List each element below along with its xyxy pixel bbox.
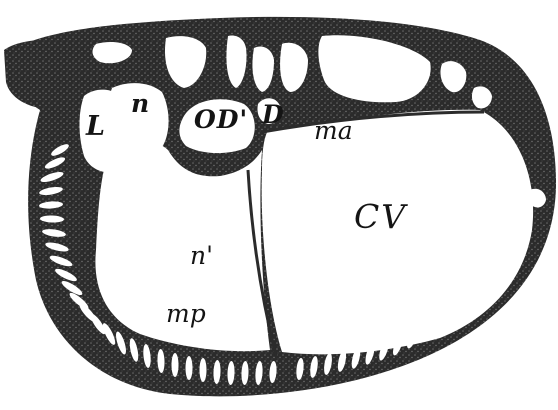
label-l: L — [86, 113, 105, 140]
label-n: n — [131, 91, 149, 116]
label-d: D — [262, 102, 284, 127]
label-ma: ma — [314, 118, 353, 143]
label-mp: mp — [166, 301, 206, 326]
label-n-prime: n' — [190, 243, 213, 268]
label-od: OD' — [194, 107, 248, 132]
label-cv: CV — [354, 200, 407, 233]
